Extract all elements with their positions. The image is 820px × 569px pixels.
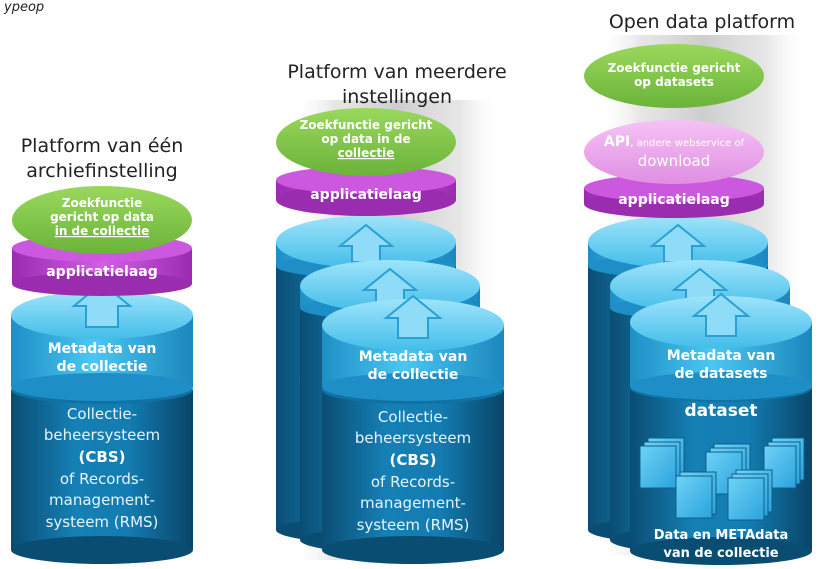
column3-base-line2: van de collectie — [663, 546, 778, 561]
column2-storage-front — [322, 376, 504, 564]
up-arrow-icon — [649, 223, 707, 263]
column1-search-line2: gericht op data — [50, 210, 154, 224]
up-arrow-icon — [337, 223, 395, 263]
column1-metadata-line1: Metadata van — [48, 341, 157, 357]
column2-title-line1: Platform van meerdere — [287, 61, 506, 83]
column3-search-line1: Zoekfunctie gericht — [608, 61, 741, 75]
column1-base-text: Collectie- beheersysteem (CBS) of Record… — [44, 405, 160, 531]
column2-metadata-disk — [322, 294, 504, 401]
column2-search-line3: collectie — [338, 146, 395, 160]
column1-search-layer: Zoekfunctie gericht op data in de collec… — [12, 186, 192, 254]
column3-search-layer: Zoekfunctie gericht op datasets — [584, 44, 764, 108]
column3-metadata-line1: Metadata van — [667, 348, 776, 364]
column3-api-layer: API, andere webservice of download — [584, 120, 764, 184]
column3-search-line2: op datasets — [634, 75, 714, 89]
column1-app-label: applicatielaag — [46, 264, 158, 280]
column1-base-line1: Collectie- — [67, 405, 137, 423]
column1-search-line3: in de collectie — [55, 224, 150, 238]
column1-base-line6: systeem (RMS) — [46, 513, 159, 531]
column2-base-line5: management- — [360, 494, 466, 512]
column3-dataset-label: dataset — [684, 401, 757, 421]
column1-metadata-line2: de collectie — [57, 359, 148, 375]
column3-app-label: applicatielaag — [618, 192, 730, 208]
column1-title-line1: Platform van één — [21, 135, 184, 157]
column1-base-line2: beheersysteem — [44, 426, 160, 444]
document-stack-icon — [763, 437, 805, 489]
column-3: Open data platform — [584, 11, 812, 565]
top-caption: ypeop — [4, 0, 45, 15]
column2-title-line2: instellingen — [342, 86, 452, 108]
column2-base-line1: Collectie- — [378, 408, 448, 426]
column3-api-line2: download — [638, 152, 711, 170]
column3-metadata-disk — [630, 292, 812, 400]
column1-base-line5: management- — [49, 491, 155, 509]
column1-base-line4: of Records- — [60, 470, 144, 488]
column3-metadata-line2: de datasets — [675, 366, 768, 382]
document-stack-icon — [727, 469, 773, 521]
column3-api-line1: API, andere webservice of — [604, 134, 745, 150]
column3-app-layer: applicatielaag — [584, 174, 764, 218]
column1-metadata-disk — [11, 281, 193, 401]
api-line1-rest: , andere webservice of — [630, 138, 744, 149]
column2-metadata-line2: de collectie — [368, 367, 459, 383]
column3-title: Open data platform — [609, 11, 795, 33]
column1-app-layer: applicatielaag — [12, 234, 192, 296]
document-stack-icon — [639, 437, 685, 489]
column2-base-text: Collectie- beheersysteem (CBS) of Record… — [355, 408, 471, 534]
column3-document-stacks — [639, 437, 805, 521]
column2-search-line2: op data in de — [321, 132, 410, 146]
column2-base-line4: of Records- — [371, 473, 455, 491]
column2-base-line2: beheersysteem — [355, 429, 471, 447]
column2-app-label: applicatielaag — [310, 187, 422, 203]
column-1: Platform van één archiefinstelling appli… — [11, 135, 193, 564]
column2-search-line1: Zoekfunctie gericht — [300, 118, 433, 132]
column1-title-line2: archiefinstelling — [26, 160, 177, 182]
up-arrow-icon — [691, 292, 751, 337]
api-label: API — [604, 134, 630, 150]
column2-base-line6: systeem (RMS) — [357, 516, 470, 534]
column2-search-layer: Zoekfunctie gericht op data in de collec… — [276, 108, 456, 176]
up-arrow-icon — [383, 294, 443, 339]
column3-base-line1: Data en METAdata — [654, 528, 788, 543]
column2-base-line3: (CBS) — [390, 451, 437, 469]
document-stack-icon — [675, 471, 717, 519]
column-2: Platform van meerdere instellingen — [276, 61, 507, 564]
column1-search-line1: Zoekfunctie — [62, 196, 142, 210]
column2-metadata-line1: Metadata van — [359, 349, 468, 365]
column2-app-layer: applicatielaag — [276, 166, 456, 216]
column1-base-line3: (CBS) — [79, 448, 126, 466]
